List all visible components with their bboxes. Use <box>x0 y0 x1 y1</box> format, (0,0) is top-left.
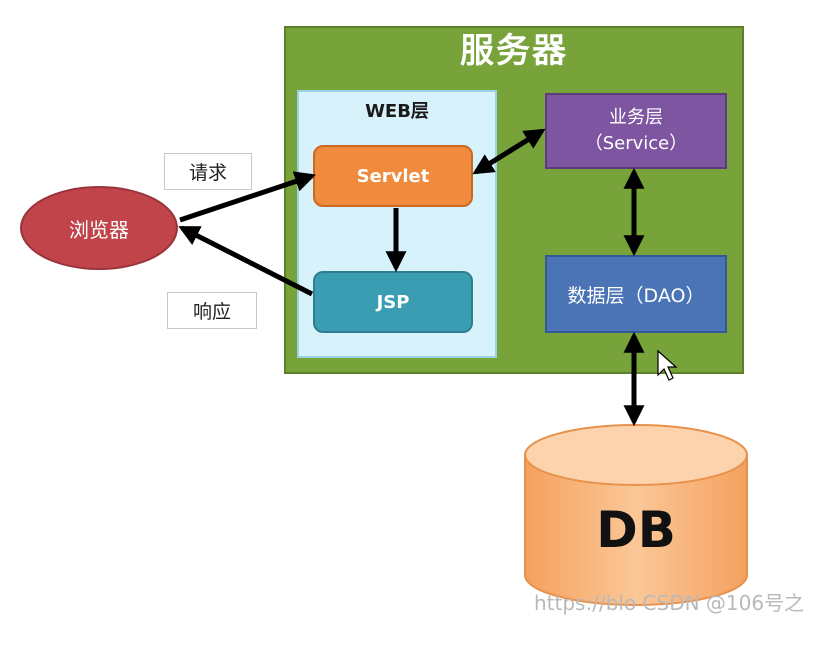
service-layer-title: 业务层 <box>609 106 663 128</box>
request-label: 请求 <box>164 153 252 190</box>
dao-layer-node: 数据层（DAO） <box>545 255 727 333</box>
server-title: 服务器 <box>460 31 568 71</box>
db-label: DB <box>596 501 676 559</box>
watermark-text: https://blo CSDN @106号之 <box>534 591 805 615</box>
web-layer-title: WEB层 <box>365 101 429 122</box>
response-label: 响应 <box>167 292 257 329</box>
service-layer-subtitle: （Service） <box>584 133 688 154</box>
jsp-node: JSP <box>313 271 473 333</box>
browser-node: 浏览器 <box>20 186 178 270</box>
servlet-service-arrow <box>472 128 546 175</box>
db-cylinder-body <box>524 454 748 606</box>
servlet-node: Servlet <box>313 145 473 207</box>
request-arrow <box>179 171 316 223</box>
service-layer-node: 业务层 （Service） <box>545 93 727 169</box>
mouse-cursor-icon <box>657 349 678 381</box>
response-arrow <box>178 225 314 297</box>
